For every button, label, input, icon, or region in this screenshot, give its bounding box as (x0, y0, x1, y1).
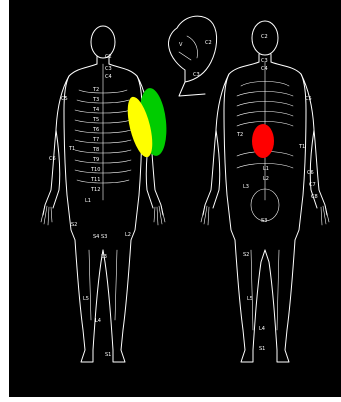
back-label-l4: L4 (259, 326, 265, 332)
back-label-c3: C3 (261, 58, 268, 64)
side-head-figure: V C2 C3 (168, 16, 216, 96)
front-label-t7: T7 (92, 137, 99, 143)
pain-marker-red (252, 124, 274, 158)
back-label-c7: C7 (309, 182, 316, 188)
front-label-t8: T8 (92, 147, 99, 153)
front-label-l3: L3 (101, 254, 107, 260)
back-label-c5: C5 (305, 96, 312, 102)
back-label-s1: S1 (259, 346, 265, 352)
back-label-l2: L2 (263, 176, 269, 182)
front-label-s345: S4 S3 (93, 234, 107, 240)
back-label-c8: C8 (311, 194, 318, 200)
front-label-t1: T1 (68, 146, 75, 152)
front-body-figure: C2 C3 C4 C5 C6 T1 T2 T3 T4 T5 T6 T7 T8 T… (41, 26, 165, 362)
front-label-t6: T6 (92, 127, 99, 133)
front-label-c4: C4 (105, 74, 112, 80)
back-label-s3: S3 (261, 218, 267, 224)
front-label-c5: C5 (61, 96, 68, 102)
back-label-l3: L3 (243, 184, 249, 190)
front-label-s2: S2 (71, 222, 77, 228)
front-label-l4: L4 (95, 318, 101, 324)
front-label-c6: C6 (49, 156, 56, 162)
back-label-s2: S2 (243, 252, 249, 258)
back-label-l1: L1 (263, 166, 269, 172)
front-label-t10: T10 (90, 167, 100, 173)
dermatome-chart: C2 C3 C4 C5 C6 T1 T2 T3 T4 T5 T6 T7 T8 T… (9, 0, 341, 397)
front-label-c3: C3 (105, 66, 112, 72)
back-label-c2: C2 (261, 34, 268, 40)
head-label-c3: C3 (193, 72, 200, 78)
head-label-v: V (179, 42, 183, 48)
front-label-t12: T12 (90, 187, 100, 193)
front-label-l5: L5 (83, 296, 89, 302)
back-label-l5: L5 (247, 296, 253, 302)
front-label-l1: L1 (85, 198, 91, 204)
head-label-c2: C2 (205, 40, 212, 46)
front-label-t5: T5 (92, 117, 99, 123)
dermatome-figures: C2 C3 C4 C5 C6 T1 T2 T3 T4 T5 T6 T7 T8 T… (9, 0, 341, 397)
front-label-t11: T11 (90, 177, 100, 183)
front-label-t9: T9 (92, 157, 99, 163)
front-label-c2: C2 (105, 54, 112, 60)
back-body-figure: C2 C3 C4 C5 C6 C7 C8 T1 T2 L1 L2 L3 L4 L… (201, 21, 329, 362)
back-label-t2: T2 (236, 132, 243, 138)
front-label-t3: T3 (92, 97, 99, 103)
front-label-t2: T2 (92, 87, 99, 93)
front-label-t4: T4 (92, 107, 99, 113)
back-label-t1: T1 (298, 144, 305, 150)
back-label-c4: C4 (261, 66, 268, 72)
front-label-l2: L2 (125, 232, 131, 238)
front-label-s1: S1 (105, 352, 111, 358)
back-label-c6: C6 (307, 170, 314, 176)
